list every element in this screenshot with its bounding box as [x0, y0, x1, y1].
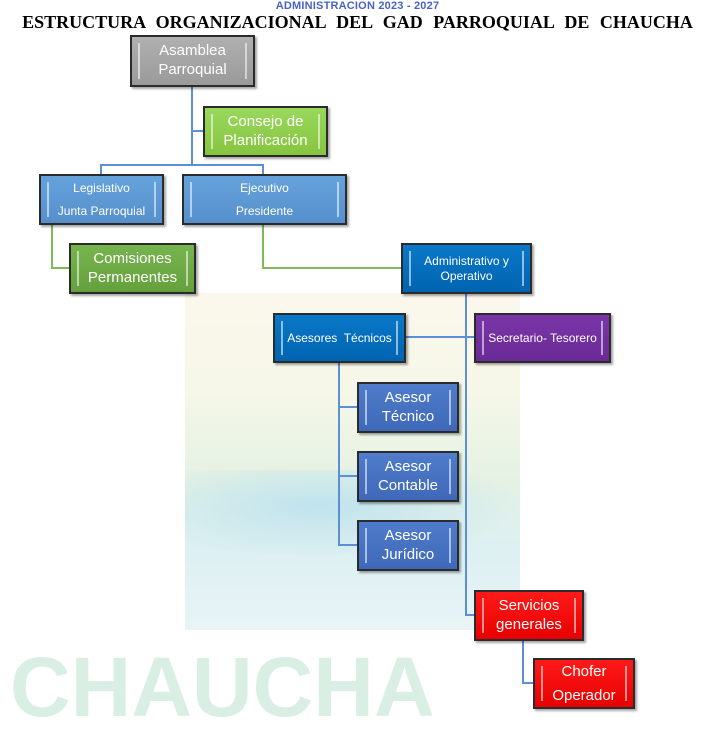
connector [262, 164, 264, 174]
connector [51, 224, 53, 269]
connector [405, 336, 474, 338]
node-label: Junta Parroquial [57, 203, 146, 218]
node-label: Ejecutivo [240, 180, 289, 195]
connector [100, 164, 102, 174]
node-label: Planificación [223, 131, 308, 149]
node-label: Contable [377, 476, 439, 494]
node-label: Asesor [384, 526, 432, 544]
background-river [185, 470, 520, 560]
node-label: Asesor [384, 457, 432, 475]
connector [465, 614, 474, 616]
connector [522, 640, 524, 684]
connector [465, 293, 467, 616]
node-label: Técnico [381, 407, 435, 425]
node-label: Secretario- Tesorero [488, 330, 597, 345]
node-label: Asamblea [159, 42, 226, 60]
node-secretario-tesorero[interactable]: Secretario- Tesorero [474, 313, 611, 363]
connector [522, 682, 533, 684]
connector [338, 475, 357, 477]
node-label: Legislativo [73, 180, 130, 195]
connector [100, 164, 264, 166]
connector [338, 544, 357, 546]
chaucha-watermark: CHAUCHA [10, 640, 435, 734]
connector [262, 267, 401, 269]
node-label: generales [496, 615, 562, 633]
connector [51, 267, 69, 269]
node-label: Servicios [498, 596, 560, 614]
node-label: Administrativo y [424, 253, 509, 268]
node-label: Jurídico [381, 545, 435, 563]
node-label: Permanentes [87, 268, 178, 286]
node-label: Asesor [384, 388, 432, 406]
node-label: Operador [552, 686, 616, 704]
connector [191, 86, 193, 166]
administration-period: ADMINISTRACION 2023 - 2027 [275, 0, 440, 12]
connector [338, 362, 340, 546]
node-label: Parroquial [158, 61, 227, 78]
node-label: Consejo de [227, 112, 304, 130]
node-label: Asesores Técnicos [287, 330, 392, 345]
connector [338, 406, 357, 408]
node-label: Presidente [235, 203, 294, 218]
node-asesores-tecnicos[interactable]: Asesores Técnicos [273, 313, 406, 363]
page-title: ESTRUCTURA ORGANIZACIONAL DEL GAD PARROQ… [22, 12, 693, 32]
connector [262, 224, 264, 269]
node-label: Operativo [440, 268, 493, 283]
node-label: Comisiones [93, 249, 172, 267]
connector [191, 130, 203, 132]
node-label: Chofer [561, 662, 607, 680]
